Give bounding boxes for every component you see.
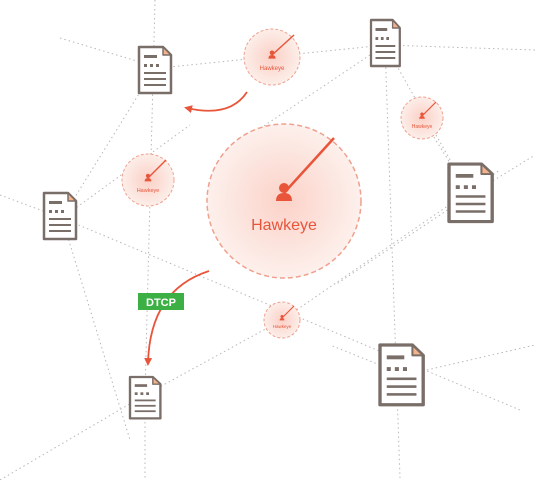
hawkeye-node[interactable]: Hawkeye — [243, 28, 301, 86]
hawkeye-node-label: Hawkeye — [412, 124, 433, 130]
document-icon — [128, 375, 162, 420]
protocol-tag-label: DTCP — [146, 297, 176, 309]
network-line — [384, 44, 536, 51]
document-icon — [369, 18, 402, 68]
document-icon — [378, 343, 425, 407]
arrow-icon — [144, 270, 210, 366]
central-node-label: Hawkeye — [251, 217, 317, 234]
network-line — [384, 44, 401, 479]
network-line — [144, 0, 156, 396]
central-hawkeye-node[interactable]: Hawkeye — [206, 123, 362, 279]
arrow-icon — [184, 91, 248, 114]
hawkeye-node[interactable]: Hawkeye — [263, 301, 301, 339]
protocol-tag: DTCP — [138, 293, 184, 310]
hawkeye-node-label: Hawkeye — [137, 188, 160, 194]
network-line — [61, 124, 191, 219]
network-line — [469, 154, 536, 196]
network-line — [421, 117, 471, 196]
document-icon — [137, 45, 173, 95]
network-line — [144, 319, 283, 396]
document-icon — [447, 162, 494, 224]
hawkeye-node[interactable]: Hawkeye — [121, 153, 175, 207]
hawkeye-node-label: Hawkeye — [260, 66, 285, 72]
document-icon — [42, 191, 78, 241]
network-line — [61, 217, 131, 441]
hawkeye-node[interactable]: Hawkeye — [400, 96, 444, 140]
hawkeye-node-label: Hawkeye — [273, 324, 292, 329]
network-line — [0, 394, 146, 480]
